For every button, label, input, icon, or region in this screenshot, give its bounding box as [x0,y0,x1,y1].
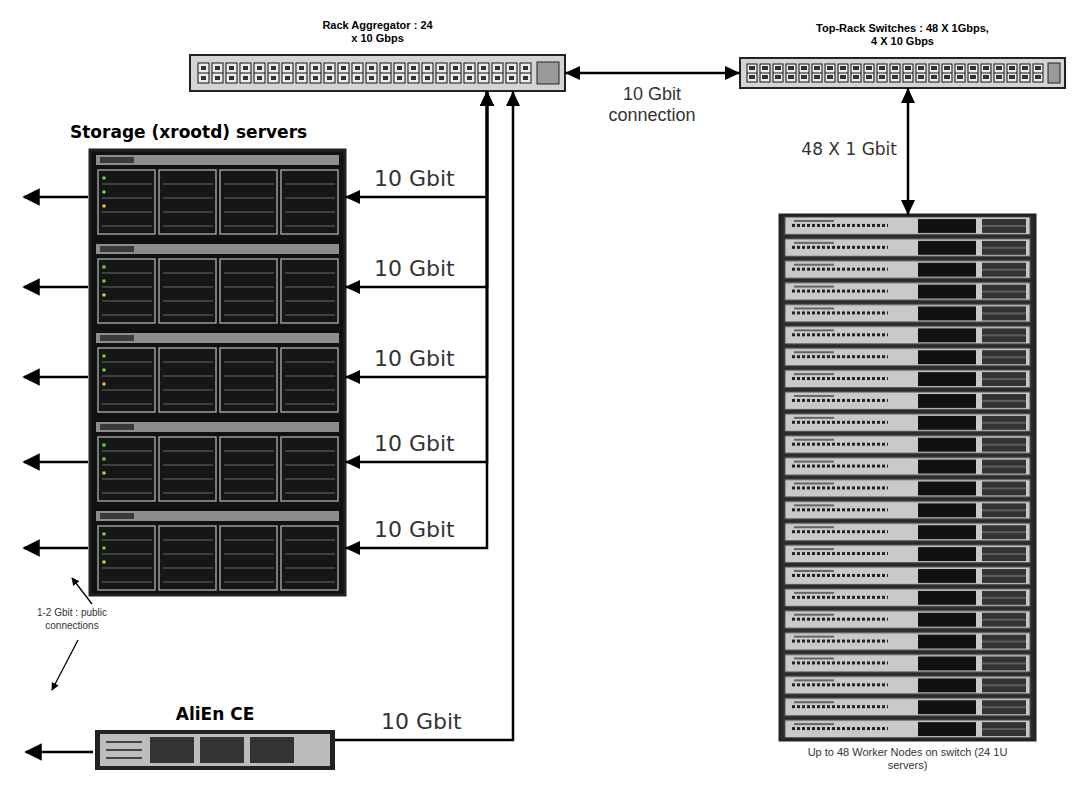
network-link [345,91,494,384]
network-link [345,91,494,555]
arrow-head [345,455,360,469]
link-speed-label: 10 Gbit [380,709,463,734]
link-speed-label: 10 Gbit [373,346,456,371]
arrow-head [480,91,494,106]
link-line [345,91,487,377]
link-line [907,88,910,215]
arrow-head [725,66,740,80]
device-node: Storage (xrootd) servers [70,122,400,595]
storage-rack [90,150,345,595]
arrow-head [901,88,915,103]
node-heading: Up to 48 Worker Nodes on switch (24 1U s… [803,746,1013,772]
node-heading: Top-Rack Switches : 48 X 1Gbps, 4 X 10 G… [815,22,990,48]
arrow-head [480,91,494,106]
network-link [345,91,494,294]
arrow-head [480,91,494,106]
device-outline [95,730,335,770]
arrow-head [480,91,494,106]
network-link [335,91,520,740]
leader-arrows [52,578,92,690]
worker-rack [780,215,1035,740]
network-link [565,66,740,80]
arrow-head [480,91,494,106]
device-outline [740,58,1065,88]
device-outline [190,55,565,91]
device-outline [90,150,345,595]
arrow-head [345,280,360,294]
node-heading: AliEn CE [95,704,335,724]
device-node: Rack Aggregator : 24 x 10 Gbps [190,19,565,91]
network-link [901,88,915,215]
link-line [345,91,487,287]
arrow-head [506,91,520,106]
link-line [345,91,487,548]
link-speed-label: 10 Gbit [373,256,456,281]
node-heading: Rack Aggregator : 24 x 10 Gbps [319,19,437,45]
link-line [345,91,487,462]
link-speed-label: 48 X 1 Gbit [800,140,898,160]
link-speed-label: 10 Gbit [373,431,456,456]
link-line [335,91,513,740]
arrow-head [345,370,360,384]
note-label: 1-2 Gbit : public connections [20,607,124,632]
arrow-head [565,66,580,80]
arrow-head [901,200,915,215]
link-line [565,72,740,75]
device-node: AliEn CE [95,704,335,770]
alien-ce-server [95,730,335,770]
network-link [345,91,494,469]
link-speed-label: 10 Gbit [373,166,456,191]
device-node: Up to 48 Worker Nodes on switch (24 1U s… [780,215,1035,772]
link-speed-label: 10 Gbit [373,517,456,542]
top-rack-switch [740,58,1065,88]
link-line [345,91,487,197]
arrow-head [345,541,360,555]
device-outline [780,215,1035,740]
network-link [345,91,494,204]
public-connection-arrows [24,197,93,752]
link-speed-label: 10 Gbit connection [596,84,708,125]
device-node: Top-Rack Switches : 48 X 1Gbps, 4 X 10 G… [740,22,1065,88]
arrow-head [345,190,360,204]
node-heading: Storage (xrootd) servers [70,122,400,142]
rack-aggregator-switch [190,55,565,91]
